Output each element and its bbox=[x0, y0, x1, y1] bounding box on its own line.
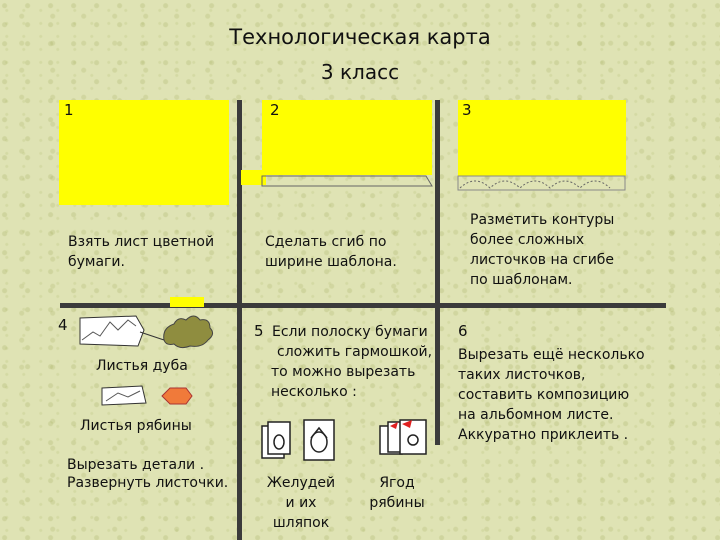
step-3-text-line-2: более сложных bbox=[470, 232, 585, 248]
step-4-text-line-1: Вырезать детали . bbox=[67, 457, 205, 473]
caption-oak-leaves: Листья дуба bbox=[96, 358, 188, 374]
step-6-text-line-2: таких листочков, bbox=[458, 367, 586, 383]
paper-sheet-2 bbox=[262, 100, 432, 175]
step-6-number: 6 bbox=[458, 322, 468, 340]
rowan-leaf-illustration bbox=[101, 385, 193, 406]
step-2-text-line-2: ширине шаблона. bbox=[265, 254, 397, 270]
berry-caption-line-1: Ягод bbox=[379, 475, 415, 491]
fold-outline-2 bbox=[261, 175, 433, 187]
oak-leaf-illustration bbox=[79, 315, 214, 349]
step-4-text-line-2: Развернуть листочки. bbox=[67, 475, 229, 491]
caption-rowan-leaves: Листья рябины bbox=[80, 418, 192, 434]
step-5-text-line-4: несколько : bbox=[271, 384, 357, 400]
step-4-number: 4 bbox=[58, 316, 68, 334]
step-6-text-line-5: Аккуратно приклеить . bbox=[458, 427, 629, 443]
rowan-berry-accordion-illustration bbox=[379, 419, 427, 455]
step-3-text-line-3: листочков на сгибе bbox=[470, 252, 615, 268]
acorn-caption-line-3: шляпок bbox=[272, 515, 330, 531]
step-5-number: 5 bbox=[254, 322, 264, 340]
step-1-text-line-1: Взять лист цветной bbox=[68, 234, 215, 250]
step-6-text-line-1: Вырезать ещё несколько bbox=[458, 347, 645, 363]
step-5-text-line-2: сложить гармошкой, bbox=[277, 344, 433, 360]
grid-vertical-line-right bbox=[435, 100, 440, 445]
grid-horizontal-line bbox=[60, 303, 666, 308]
step-1-number: 1 bbox=[64, 101, 74, 119]
acorn-caption-line-2: и их bbox=[285, 495, 317, 511]
paper-strip-accent bbox=[241, 170, 266, 185]
step-2-number: 2 bbox=[270, 101, 280, 119]
step-6-text-line-3: составить композицию bbox=[458, 387, 630, 403]
step-2-text-line-1: Сделать сгиб по bbox=[265, 234, 387, 250]
acorn-caption-line-1: Желудей bbox=[266, 475, 336, 491]
page-title: Технологическая карта bbox=[229, 25, 491, 49]
paper-scrap bbox=[170, 297, 204, 307]
fold-leaf-contours bbox=[457, 175, 626, 191]
paper-sheet-3 bbox=[458, 100, 626, 176]
acorn-accordion-illustration bbox=[261, 419, 335, 461]
grid-vertical-line-left bbox=[237, 100, 242, 540]
step-1-text-line-2: бумаги. bbox=[68, 254, 125, 270]
paper-sheet-1 bbox=[59, 100, 229, 205]
step-3-number: 3 bbox=[462, 101, 472, 119]
berry-caption-line-2: рябины bbox=[369, 495, 425, 511]
page-subtitle: 3 класс bbox=[320, 60, 400, 84]
step-3-text-line-1: Разметить контуры bbox=[470, 212, 615, 228]
step-5-text-line-1: Если полоску бумаги bbox=[272, 324, 428, 340]
step-5-text-line-3: то можно вырезать bbox=[271, 364, 416, 380]
step-6-text-line-4: на альбомном листе. bbox=[458, 407, 614, 423]
step-3-text-line-4: по шаблонам. bbox=[470, 272, 573, 288]
